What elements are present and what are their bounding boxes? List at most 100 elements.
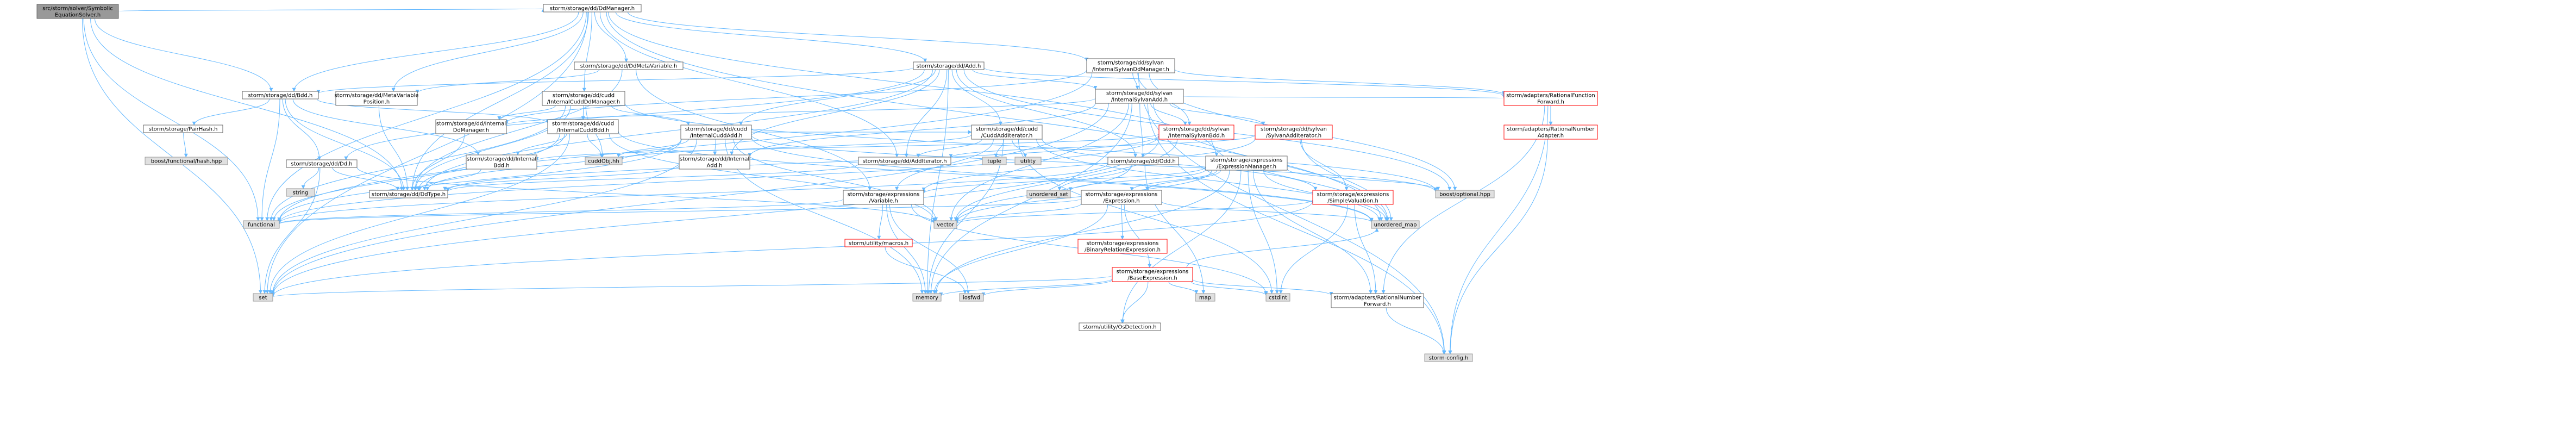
node-label: storm/storage/dd/DdMetaVariable.h	[580, 64, 678, 70]
node-label: utility	[1020, 159, 1036, 165]
node-label: storm/storage/dd/DdType.h	[372, 192, 446, 198]
edge-sylvanadd-to-internalddmgr	[504, 98, 1096, 126]
node-cuddbdd[interactable]: storm/storage/dd/cudd/InternalCuddBdd.h	[547, 119, 619, 134]
edge-exprmgr-to-unordset	[1068, 169, 1206, 191]
node-box	[913, 61, 985, 70]
node-box	[243, 220, 280, 229]
node-baseexpr[interactable]: storm/storage/expressions/BaseExpression…	[1112, 267, 1193, 282]
node-sylvanbdd[interactable]: storm/storage/dd/sylvan/InternalSylvanBd…	[1158, 124, 1234, 140]
node-simpleval[interactable]: storm/storage/expressions/SimpleValuatio…	[1312, 190, 1394, 205]
node-cuddadditer[interactable]: storm/storage/dd/cudd/CuddAddIterator.h	[971, 124, 1043, 140]
edge-layer	[82, 8, 1553, 354]
node-dd[interactable]: storm/storage/dd/Dd.h	[286, 159, 358, 168]
node-box	[286, 188, 315, 197]
node-label: /CuddAddIterator.h	[981, 133, 1033, 139]
edge-cuddbdd-to-internalbdd	[516, 133, 567, 155]
edge-simpleval-to-ratnumfwd	[1354, 204, 1378, 294]
node-label: Adapter.h	[1538, 133, 1564, 139]
edge-simpleval-to-cstdint	[1278, 204, 1348, 294]
node-box	[369, 190, 448, 198]
node-cuddobj[interactable]: cuddObj.hh	[585, 157, 623, 165]
node-pairhash[interactable]: storm/storage/PairHash.h	[143, 124, 223, 133]
node-exprvar[interactable]: storm/storage/expressions/Variable.h	[843, 190, 924, 205]
edge-ddmanager-to-bdd	[292, 11, 579, 92]
edge-bdd-to-internalbdd	[292, 98, 480, 155]
node-label: storm/storage/dd/Internal	[467, 157, 536, 163]
node-box	[1503, 124, 1598, 140]
node-functional[interactable]: functional	[243, 220, 280, 229]
edge-simpleval-to-set	[271, 201, 1313, 297]
node-expr[interactable]: storm/storage/expressions/Expression.h	[1081, 190, 1162, 205]
node-sylvanmgr[interactable]: storm/storage/dd/sylvan/InternalSylvanDd…	[1086, 58, 1175, 73]
node-cstdint[interactable]: cstdint	[1265, 293, 1290, 302]
node-cuddmgr[interactable]: storm/storage/dd/cudd/InternalCuddDdMana…	[542, 91, 625, 106]
node-box	[286, 159, 358, 168]
edge-ddmanager-to-additer	[599, 11, 899, 158]
edge-root-to-functional	[83, 18, 260, 221]
node-label: storm/storage/dd/Internal	[680, 157, 749, 163]
edge-expr-to-binrel	[1120, 204, 1125, 240]
edge-dd-to-ddtype	[332, 167, 400, 191]
node-map[interactable]: map	[1195, 293, 1215, 302]
node-memory[interactable]: memory	[912, 293, 942, 302]
edge-cuddbdd-to-unordmap	[618, 130, 1374, 222]
node-vector[interactable]: vector	[933, 220, 957, 229]
node-odd[interactable]: storm/storage/dd/Odd.h	[1107, 157, 1179, 165]
edge-ratnumadapter-to-stormconfig	[1448, 139, 1548, 354]
node-binrel[interactable]: storm/storage/expressions/BinaryRelation…	[1077, 239, 1168, 254]
node-label: storm/adapters/RationalNumber	[1333, 295, 1421, 301]
node-boostopt[interactable]: boost/optional.hpp	[1435, 190, 1495, 198]
node-root[interactable]: src/storm/solver/SymbolicEquationSolver.…	[36, 4, 119, 19]
node-unordmap[interactable]: unordered_map	[1371, 220, 1420, 229]
node-label: storm/storage/expressions	[1211, 158, 1283, 164]
edge-ddmanager-to-ddmetavar	[594, 11, 629, 63]
node-box	[1265, 293, 1290, 302]
node-additer[interactable]: storm/storage/dd/AddIterator.h	[858, 157, 951, 165]
node-boosthash[interactable]: boost/functional/hash.hpp	[145, 157, 228, 165]
edge-ddmanager-to-metavarpos	[391, 11, 584, 92]
node-ddtype[interactable]: storm/storage/dd/DdType.h	[369, 190, 448, 198]
node-label: Forward.h	[1537, 99, 1564, 105]
node-macros[interactable]: storm/utility/macros.h	[844, 239, 913, 247]
node-box	[1424, 353, 1473, 362]
node-cuddadd[interactable]: storm/storage/dd/cudd/InternalCuddAdd.h	[680, 124, 752, 140]
node-set[interactable]: set	[253, 293, 273, 302]
node-box	[1371, 220, 1420, 229]
node-bdd[interactable]: storm/storage/dd/Bdd.h	[242, 91, 319, 99]
node-label: storm/storage/dd/Dd.h	[291, 161, 352, 167]
node-add[interactable]: storm/storage/dd/Add.h	[913, 61, 985, 70]
edge-ddmetavar-to-exprvar	[636, 69, 872, 191]
node-sylvanadd[interactable]: storm/storage/dd/sylvan/InternalSylvanAd…	[1095, 89, 1184, 104]
edge-cuddbdd-to-cuddobj	[587, 133, 604, 158]
node-stormconfig[interactable]: storm-config.h	[1424, 353, 1473, 362]
node-label: storm/storage/dd/Internal	[436, 121, 506, 127]
edge-add-to-additer	[904, 69, 948, 158]
edge-cuddadd-to-unordmap	[751, 136, 1374, 222]
node-ddmanager[interactable]: storm/storage/dd/DdManager.h	[543, 4, 642, 13]
edge-cuddadd-to-functional	[277, 139, 682, 221]
edge-root-to-bdd	[94, 18, 273, 92]
node-osdetect[interactable]: storm/utility/OsDetection.h	[1079, 322, 1161, 331]
node-sylvanadditer[interactable]: storm/storage/dd/sylvan/SylvanAddIterato…	[1255, 124, 1333, 140]
node-box	[253, 293, 273, 302]
node-tuple[interactable]: tuple	[982, 157, 1007, 165]
node-unordset[interactable]: unordered_set	[1026, 190, 1071, 198]
edge-metavarpos-to-ddtype	[378, 105, 410, 191]
node-label: iosfwd	[963, 295, 980, 301]
node-ddmetavar[interactable]: storm/storage/dd/DdMetaVariable.h	[574, 61, 684, 70]
node-utility[interactable]: utility	[1014, 157, 1042, 165]
node-exprmgr[interactable]: storm/storage/expressions/ExpressionMana…	[1205, 155, 1288, 171]
node-string[interactable]: string	[286, 188, 315, 197]
node-label: storm/storage/dd/cudd	[552, 121, 614, 127]
node-label: storm/storage/expressions	[1086, 192, 1158, 198]
node-label: storm/utility/OsDetection.h	[1083, 325, 1156, 331]
node-iosfwd[interactable]: iosfwd	[959, 293, 984, 302]
node-label: storm/storage/expressions	[1317, 192, 1389, 198]
